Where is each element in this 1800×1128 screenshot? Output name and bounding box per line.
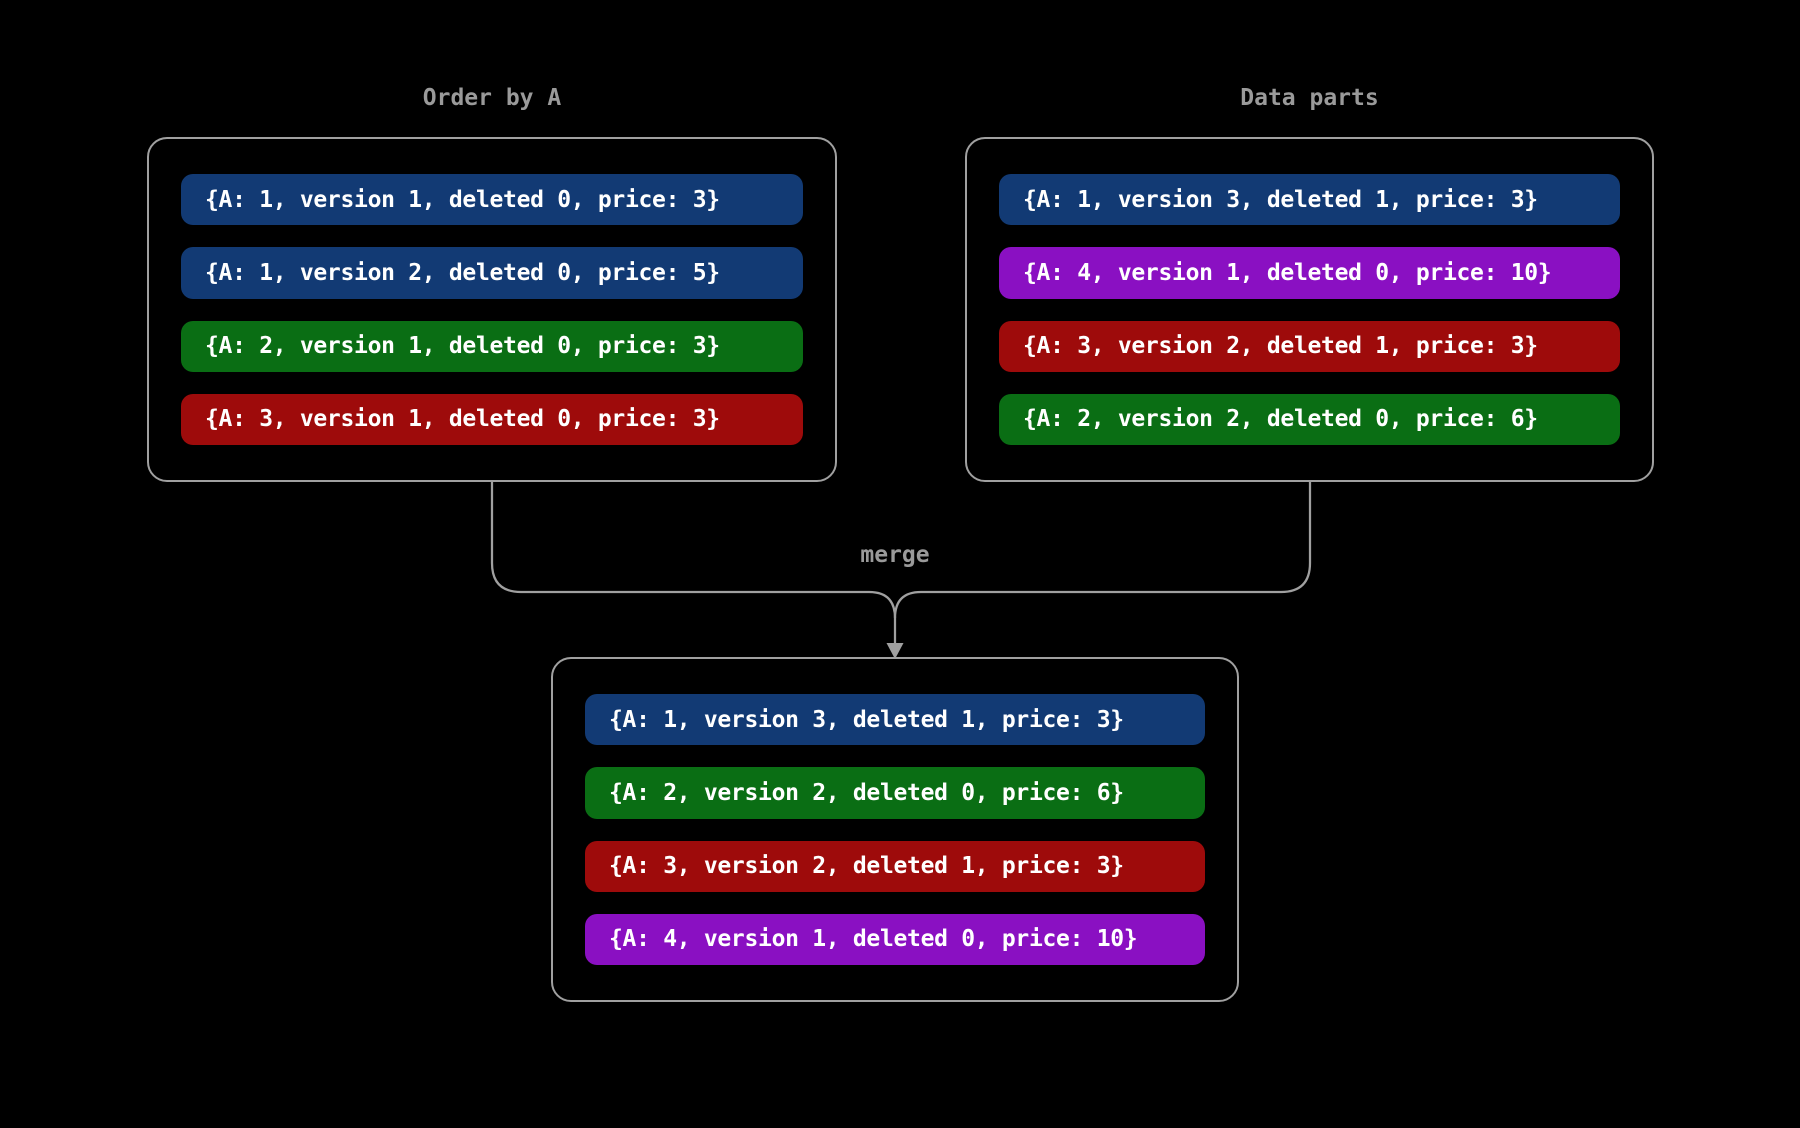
left-box-title: Order by A bbox=[422, 85, 562, 111]
merged-result-box: {A: 1, version 3, deleted 1, price: 3} {… bbox=[551, 657, 1239, 1002]
record-pill: {A: 4, version 1, deleted 0, price: 10} bbox=[999, 247, 1620, 299]
record-pill: {A: 2, version 2, deleted 0, price: 6} bbox=[585, 767, 1205, 819]
data-parts-box: {A: 1, version 3, deleted 1, price: 3} {… bbox=[965, 137, 1654, 482]
record-pill: {A: 1, version 2, deleted 0, price: 5} bbox=[181, 247, 803, 299]
right-connector-line bbox=[893, 482, 1312, 619]
record-pill: {A: 3, version 2, deleted 1, price: 3} bbox=[585, 840, 1205, 892]
record-pill: {A: 1, version 3, deleted 1, price: 3} bbox=[585, 694, 1205, 746]
left-connector-line bbox=[490, 482, 897, 647]
record-pill: {A: 3, version 1, deleted 0, price: 3} bbox=[181, 393, 803, 445]
record-pill: {A: 1, version 1, deleted 0, price: 3} bbox=[181, 174, 803, 226]
order-by-a-box: {A: 1, version 1, deleted 0, price: 3} {… bbox=[147, 137, 837, 482]
record-pill: {A: 4, version 1, deleted 0, price: 10} bbox=[585, 913, 1205, 965]
record-pill: {A: 1, version 3, deleted 1, price: 3} bbox=[999, 174, 1620, 226]
record-pill: {A: 2, version 2, deleted 0, price: 6} bbox=[999, 393, 1620, 445]
record-pill: {A: 2, version 1, deleted 0, price: 3} bbox=[181, 320, 803, 372]
merge-label: merge bbox=[860, 542, 930, 568]
right-box-title: Data parts bbox=[1240, 85, 1379, 111]
record-pill: {A: 3, version 2, deleted 1, price: 3} bbox=[999, 320, 1620, 372]
